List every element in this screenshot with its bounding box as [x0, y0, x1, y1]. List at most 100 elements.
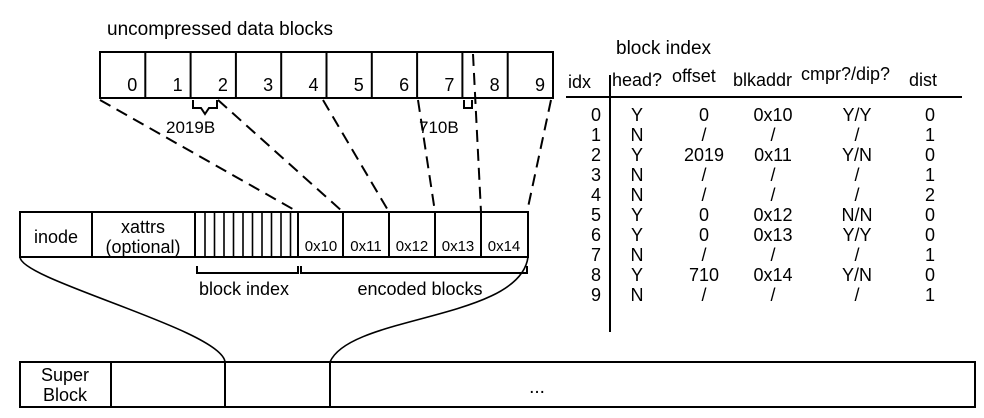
table-cell: N: [631, 245, 644, 265]
uncompressed-title: uncompressed data blocks: [107, 19, 333, 40]
size-label-710b: 710B: [419, 118, 459, 137]
encoded-blocks: 0x10 0x11 0x12 0x13 0x14: [305, 212, 521, 257]
table-cell: 8: [591, 265, 601, 285]
table-cell: 1: [925, 285, 935, 305]
table-cell: 0: [925, 205, 935, 225]
table-cell: 1: [925, 165, 935, 185]
encoded-block-label: 0x12: [396, 238, 429, 255]
header-2: offset: [672, 66, 716, 86]
table-cell: 4: [591, 185, 601, 205]
mapping-lines: [99, 53, 552, 213]
table-cell: N/N: [842, 205, 873, 225]
table-cell: 0: [925, 145, 935, 165]
table-cell: 0: [591, 105, 601, 125]
header-5: dist: [909, 70, 937, 90]
table-cell: Y: [631, 145, 643, 165]
table-cell: /: [770, 165, 775, 185]
table-cell: 1: [591, 125, 601, 145]
header-3: blkaddr: [733, 70, 792, 90]
table-cell: /: [770, 125, 775, 145]
inode-label: inode: [34, 227, 78, 247]
uncompressed-block-label: 8: [490, 75, 500, 95]
block-index-brace: [196, 266, 299, 274]
table-cell: Y/N: [842, 265, 872, 285]
table-cell: 6: [591, 225, 601, 245]
table-cell: /: [770, 285, 775, 305]
table-cell: N: [631, 285, 644, 305]
table-cell: 0: [699, 105, 709, 125]
table-cell: 1: [925, 125, 935, 145]
table-cell: N: [631, 185, 644, 205]
uncompressed-block-label: 5: [354, 75, 364, 95]
block-index-entries: [204, 212, 292, 257]
xattrs-optional-label: (optional): [105, 237, 180, 257]
size-label-2019b: 2019B: [166, 118, 215, 137]
table-cell: /: [701, 245, 706, 265]
table-cell: Y: [631, 105, 643, 125]
inode-layout-strip: [19, 211, 529, 258]
table-cell: N: [631, 165, 644, 185]
table-cell: 710: [689, 265, 719, 285]
super-block-label: Super: [41, 365, 89, 385]
table-cell: /: [701, 165, 706, 185]
table-cell: 2: [591, 145, 601, 165]
table-cell: /: [854, 245, 859, 265]
table-cell: 0: [925, 265, 935, 285]
table-cell: /: [770, 245, 775, 265]
uncompressed-block-label: 6: [399, 75, 409, 95]
table-cell: 1: [925, 245, 935, 265]
table-cell: /: [701, 185, 706, 205]
block-index-label: block index: [199, 279, 289, 299]
table-cell: Y: [631, 265, 643, 285]
table-cell: 0x13: [753, 225, 792, 245]
table-cell: 3: [591, 165, 601, 185]
table-cell: 0: [925, 225, 935, 245]
disk-strip: [19, 361, 976, 408]
encoded-block-label: 0x14: [488, 238, 521, 255]
table-cell: /: [854, 185, 859, 205]
table-cell: 2: [925, 185, 935, 205]
table-cell: N: [631, 125, 644, 145]
encoded-blocks-label: encoded blocks: [357, 279, 482, 299]
inode-end-curve: [329, 256, 529, 363]
header-0: idx: [568, 72, 591, 92]
encoded-block-label: 0x11: [350, 238, 381, 255]
uncompressed-block-label: 4: [308, 75, 318, 95]
encoded-blocks-brace: [300, 266, 528, 274]
uncompressed-block-label: 3: [263, 75, 273, 95]
uncompressed-block-label: 9: [535, 75, 545, 95]
encoded-block-label: 0x10: [305, 238, 338, 255]
table-cell: 2019: [684, 145, 724, 165]
disk-ellipsis: ...: [529, 377, 545, 398]
table-cell: Y/N: [842, 145, 872, 165]
table-cell: 0: [925, 105, 935, 125]
header-1: head?: [612, 70, 662, 90]
table-cell: /: [770, 185, 775, 205]
table-cell: /: [701, 125, 706, 145]
table-cell: Y: [631, 205, 643, 225]
table-cell: 0: [699, 205, 709, 225]
table-cell: 0x10: [753, 105, 792, 125]
table-cell: Y/Y: [842, 105, 871, 125]
uncompressed-block-label: 7: [444, 75, 454, 95]
inode-start-curve: [19, 256, 226, 363]
table-cell: 9: [591, 285, 601, 305]
encoded-block-label: 0x13: [442, 238, 475, 255]
xattrs-label: xattrs: [121, 217, 165, 237]
table-cell: 7: [591, 245, 601, 265]
table-cell: /: [854, 285, 859, 305]
brace-710b: [463, 100, 473, 109]
table-cell: /: [854, 165, 859, 185]
table-cell: 5: [591, 205, 601, 225]
uncompressed-block-label: 1: [173, 75, 183, 95]
table-cell: /: [701, 285, 706, 305]
table-cell: Y/Y: [842, 225, 871, 245]
uncompressed-block-label: 2: [218, 75, 228, 95]
table-cell: 0: [699, 225, 709, 245]
index-table-title: block index: [616, 38, 712, 59]
table-cell: Y: [631, 225, 643, 245]
